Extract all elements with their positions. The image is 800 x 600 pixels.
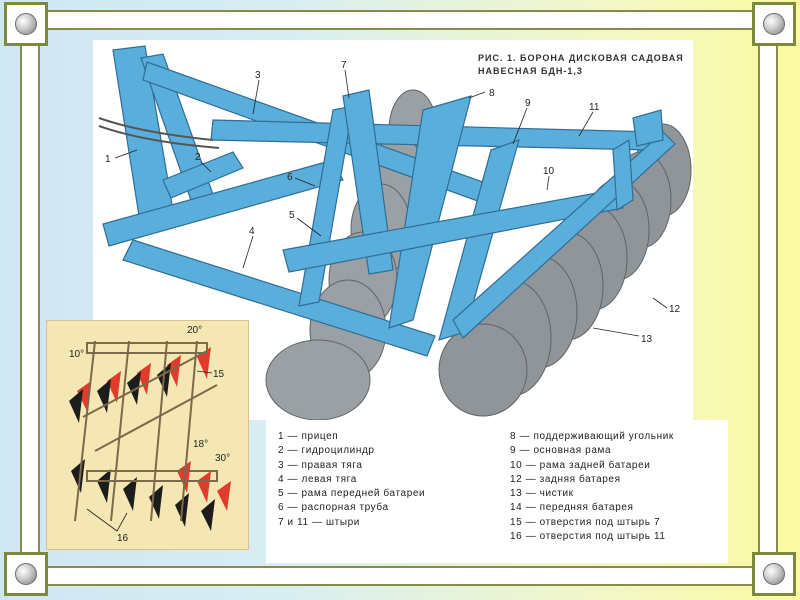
legend-item: 3 — правая тяга xyxy=(278,459,363,471)
figure-title-line-2: НАВЕСНАЯ БДН-1,3 xyxy=(478,66,583,76)
legend-item: 8 — поддерживающий угольник xyxy=(510,431,674,442)
legend-item: 15 — отверстия под штырь 7 xyxy=(510,516,661,528)
corner-top-right xyxy=(752,2,796,46)
callout-10: 10 xyxy=(543,166,555,177)
legend-item: 14 — передняя батарея xyxy=(510,502,634,514)
callout-12: 12 xyxy=(669,304,681,315)
legend-item: 7 и 11 — штыри xyxy=(278,516,360,528)
callout-3: 3 xyxy=(255,70,261,81)
legend-panel: 1 — прицеп 2 — гидроцилиндр 3 — правая т… xyxy=(266,420,728,563)
bolt-icon xyxy=(15,563,37,585)
callout-5: 5 xyxy=(289,210,295,221)
bolt-icon xyxy=(763,13,785,35)
corner-top-left xyxy=(4,2,48,46)
callout-16: 16 xyxy=(117,533,129,544)
bolt-icon xyxy=(763,563,785,585)
legend-item: 4 — левая тяга xyxy=(278,473,357,485)
callout-13: 13 xyxy=(641,334,653,345)
angle-30: 30° xyxy=(215,453,230,464)
scheme-callout-lines xyxy=(86,370,213,532)
blue-frame xyxy=(102,45,676,357)
scheme-frame xyxy=(74,340,218,522)
angle-18: 18° xyxy=(193,439,208,450)
callout-1: 1 xyxy=(105,154,111,165)
callout-9: 9 xyxy=(525,98,531,109)
callout-7: 7 xyxy=(341,60,347,71)
corner-bottom-left xyxy=(4,552,48,596)
callout-11: 11 xyxy=(589,102,600,113)
angle-20: 20° xyxy=(187,325,202,336)
angle-10: 10° xyxy=(69,349,84,360)
figure-title-line-1: РИС. 1. БОРОНА ДИСКОВАЯ САДОВАЯ xyxy=(478,53,684,63)
callout-8: 8 xyxy=(489,88,495,99)
bolt-icon xyxy=(15,13,37,35)
hydraulic-hoses xyxy=(98,117,220,149)
legend-item: 1 — прицеп xyxy=(278,431,339,442)
legend-left-column: 1 — прицеп 2 — гидроцилиндр 3 — правая т… xyxy=(278,430,425,530)
legend-item: 5 — рама передней батареи xyxy=(278,488,426,500)
frame-bottom-bar xyxy=(20,566,780,586)
figure-title: РИС. 1. БОРОНА ДИСКОВАЯ САДОВАЯ НАВЕСНАЯ… xyxy=(478,52,688,78)
callout-15: 15 xyxy=(213,369,225,380)
corner-bottom-right xyxy=(752,552,796,596)
disc-angle-scheme: 10° 20° 18° 30° 15 16 xyxy=(46,320,249,550)
legend-right-column: 8 — поддерживающий угольник 9 — основная… xyxy=(510,430,674,544)
callout-lines xyxy=(114,69,668,337)
legend-item: 12 — задняя батарея xyxy=(510,473,621,485)
legend-item: 2 — гидроцилиндр xyxy=(278,445,375,457)
legend-item: 13 — чистик xyxy=(510,488,574,500)
legend-item: 9 — основная рама xyxy=(510,445,612,457)
legend-item: 10 — рама задней батареи xyxy=(510,459,651,471)
harrow-drawing: 1 2 3 4 5 6 7 8 9 10 11 12 13 xyxy=(98,45,692,421)
callout-2: 2 xyxy=(195,152,201,163)
callout-4: 4 xyxy=(249,226,255,237)
callout-6: 6 xyxy=(287,172,293,183)
frame-left-bar xyxy=(20,30,40,570)
figure-callouts: 1 2 3 4 5 6 7 8 9 10 11 12 13 xyxy=(105,60,681,345)
legend-item: 16 — отверстия под штырь 11 xyxy=(510,531,666,543)
disc-angle-drawing: 10° 20° 18° 30° 15 16 xyxy=(69,325,231,544)
legend-item: 6 — распорная труба xyxy=(278,502,389,514)
frame-top-bar xyxy=(20,10,780,30)
frame-right-bar xyxy=(758,30,778,570)
